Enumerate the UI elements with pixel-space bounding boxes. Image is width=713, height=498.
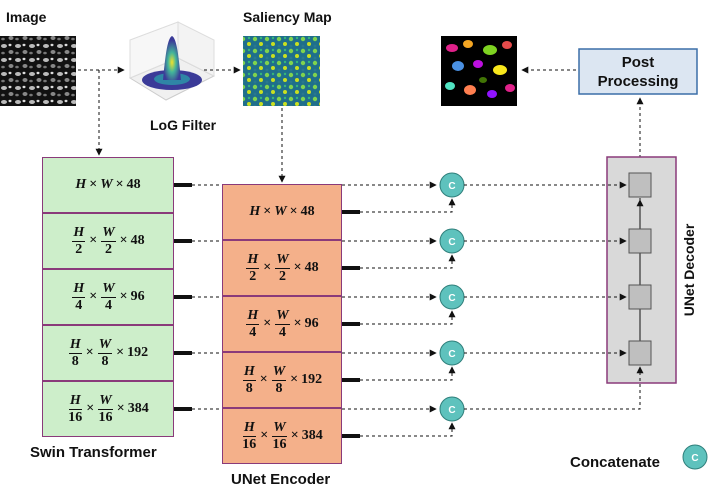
saliency-map-image bbox=[243, 36, 320, 106]
unet-decoder-title: UNet Decoder bbox=[681, 223, 697, 316]
encoder-skip-arrow-3 bbox=[360, 366, 456, 381]
encoder-channels-2: 96 bbox=[304, 316, 319, 331]
swin-level-0: H×W×48 bbox=[42, 157, 174, 213]
swin-channels-4: 384 bbox=[127, 401, 149, 416]
swin-channels-3: 192 bbox=[127, 345, 149, 360]
unet-encoder-title: UNet Encoder bbox=[231, 471, 330, 488]
encoder-channels-0: 48 bbox=[300, 204, 315, 219]
post-processing-line1: Post bbox=[622, 54, 655, 71]
decoder-block-3 bbox=[628, 340, 652, 366]
concatenate-legend-icon: C bbox=[682, 444, 708, 470]
encoder-skip-arrow-0 bbox=[360, 198, 456, 213]
swin-transformer-title: Swin Transformer bbox=[30, 444, 157, 461]
encoder-channels-4: 384 bbox=[301, 428, 323, 443]
output-segmentation-image bbox=[441, 36, 517, 106]
swin-channels-1: 48 bbox=[130, 233, 145, 248]
swin-formula-0: H×W×48 bbox=[75, 177, 141, 192]
post-processing-line2: Processing bbox=[598, 73, 679, 90]
encoder-w-0: W bbox=[274, 204, 287, 219]
encoder-skip-arrow-4 bbox=[360, 422, 456, 437]
concatenate-node-label-4: C bbox=[448, 405, 455, 416]
concatenate-legend-label: Concatenate bbox=[570, 454, 660, 471]
encoder-level-0: H×W×48 bbox=[222, 184, 342, 240]
encoder-skip-arrow-1 bbox=[360, 254, 456, 269]
swin-channels-0: 48 bbox=[126, 177, 141, 192]
concatenate-node-label-0: C bbox=[448, 181, 455, 192]
concatenate-node-label-3: C bbox=[448, 349, 455, 360]
encoder-channels-3: 192 bbox=[301, 372, 323, 387]
encoder-formula-0: H×W×48 bbox=[249, 204, 315, 219]
saliency-map-title: Saliency Map bbox=[243, 9, 332, 25]
post-processing-box bbox=[578, 48, 698, 95]
concatenate-node-label-1: C bbox=[448, 237, 455, 248]
svg-text:C: C bbox=[691, 453, 698, 464]
decoder-block-0 bbox=[628, 172, 652, 198]
log-filter-plot bbox=[128, 21, 216, 101]
swin-channels-2: 96 bbox=[130, 289, 145, 304]
swin-w-0: W bbox=[100, 177, 113, 192]
log-filter-title: LoG Filter bbox=[150, 117, 217, 133]
swin-h-0: H bbox=[75, 177, 87, 192]
encoder-skip-arrow-2 bbox=[360, 310, 456, 325]
decoder-block-2 bbox=[628, 284, 652, 310]
concatenate-node-label-2: C bbox=[448, 293, 455, 304]
input-image bbox=[0, 36, 76, 106]
image-title: Image bbox=[6, 9, 47, 25]
decoder-block-1 bbox=[628, 228, 652, 254]
bottom-concat-to-decoder-arrow bbox=[464, 366, 644, 410]
encoder-channels-1: 48 bbox=[304, 260, 319, 275]
encoder-h-0: H bbox=[249, 204, 261, 219]
